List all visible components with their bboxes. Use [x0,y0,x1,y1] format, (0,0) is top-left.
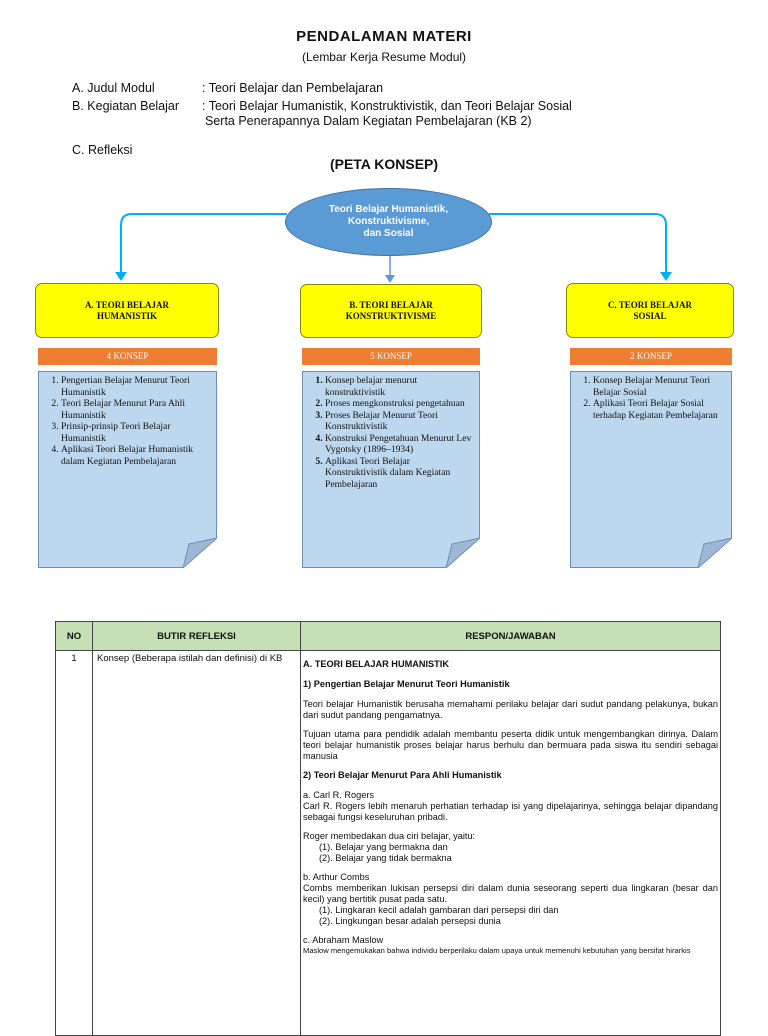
rogers-name: a. Carl R. Rogers [303,790,374,800]
rogers-intro: Roger membedakan dua ciri belajar, yaitu… [303,831,476,841]
info-a-label: A. Judul Modul [72,81,155,95]
combs-name: b. Arthur Combs [303,872,370,882]
root-line-1: Teori Belajar Humanistik, [328,204,449,215]
document-title: PENDALAMAN MATERI [296,28,472,45]
concept-map-root: Teori Belajar Humanistik, Konstruktivism… [285,188,492,256]
branch-a-title-2: HUMANISTIK [96,310,157,321]
branch-c-title-1: C. TEORI BELAJAR [607,299,693,310]
branch-c-note: Konsep Belajar Menurut Teori Belajar Sos… [570,371,732,568]
response-subheading-2: 2) Teori Belajar Menurut Para Ahli Human… [303,770,502,780]
rogers-point-1: (1). Belajar yang bermakna dan [319,842,448,852]
arrow-right-icon [660,272,672,281]
info-a-value: : Teori Belajar dan Pembelajaran [202,81,384,95]
response-paragraph: Teori belajar Humanistik berusaha memaha… [303,699,718,720]
header-item: BUTIR REFLEKSI [92,621,301,651]
row-item: Konsep (Beberapa istilah dan definisi) d… [92,650,301,1036]
branch-b-item: Konsep belajar menurut konstruktivistik [325,375,474,398]
table-header-row: NO BUTIR REFLEKSI RESPON/JAWABAN [55,621,721,651]
branch-c-title-2: SOSIAL [633,310,667,321]
branch-a-item: Teori Belajar Menurut Para Ahli Humanist… [61,398,211,421]
branch-c-count: 2 KONSEP [570,348,732,365]
branch-b-item: Konstruksi Pengetahuan Menurut Lev Vygot… [325,433,474,456]
combs-point-2: (2). Lingkungan besar adalah persepsi du… [319,916,501,926]
branch-c-item: Konsep Belajar Menurut Teori Belajar Sos… [593,375,726,398]
branch-a-item: Prinsip-prinsip Teori Belajar Humanistik [61,421,211,444]
rogers-text: Carl R. Rogers lebih menaruh perhatian t… [303,801,718,822]
table-row: 1 Konsep (Beberapa istilah dan definisi)… [55,650,721,1036]
row-response: A. TEORI BELAJAR HUMANISTIK 1) Pengertia… [300,650,721,1036]
header-response: RESPON/JAWABAN [300,621,721,651]
connector-left [120,213,287,274]
info-c-label: C. Refleksi [72,143,133,157]
header-no: NO [55,621,93,651]
maslow-text: Maslow mengemukakan bahwa individu berpe… [303,946,691,955]
info-b-value-2: Serta Penerapannya Dalam Kegiatan Pembel… [205,114,532,128]
root-line-3: dan Sosial [363,228,414,239]
page-fold-icon [446,538,480,568]
root-line-2: Konstruktivisme, [347,216,430,227]
info-module-title: A. Judul Modul : Teori Belajar dan Pembel… [72,81,383,95]
branch-b-item: Proses mengkonstruksi pengetahuan [325,398,474,410]
reflection-table: NO BUTIR REFLEKSI RESPON/JAWABAN 1 Konse… [55,621,721,1036]
branch-c-item: Aplikasi Teori Belajar Sosial terhadap K… [593,398,726,421]
response-heading: A. TEORI BELAJAR HUMANISTIK [303,659,449,669]
concept-map-connectors [115,213,672,283]
rogers-point-2: (2). Belajar yang tidak bermakna [319,853,452,863]
combs-point-1: (1). Lingkaran kecil adalah gambaran dar… [319,905,559,915]
response-paragraph: Tujuan utama para pendidik adalah memban… [303,729,718,761]
combs-text: Combs memberikan lukisan persepsi diri d… [303,883,718,904]
branch-b-count: 5 KONSEP [302,348,480,365]
branch-a-count: 4 KONSEP [38,348,217,365]
connector-right [489,213,667,274]
branch-a-item: Aplikasi Teori Belajar Humanistik dalam … [61,444,211,467]
branch-b-note: Konsep belajar menurut konstruktivistik … [302,371,480,568]
page-fold-icon [183,538,217,568]
arrow-center-icon [385,275,395,283]
info-b-label: B. Kegiatan Belajar [72,99,180,113]
branch-a-title-1: A. TEORI BELAJAR [84,299,170,310]
concept-map-heading: (PETA KONSEP) [329,156,439,172]
branch-b-title-1: B. TEORI BELAJAR [349,300,433,310]
branch-a-note: Pengertian Belajar Menurut Teori Humanis… [38,371,217,568]
maslow-name: c. Abraham Maslow [303,935,384,945]
response-subheading-1: 1) Pengertian Belajar Menurut Teori Huma… [303,679,510,689]
branch-b-title-2: KONSTRUKTIVISME [345,311,437,321]
branch-a-item: Pengertian Belajar Menurut Teori Humanis… [61,375,211,398]
branch-b-item: Aplikasi Teori Belajar Konstruktivistik … [325,456,474,491]
page-fold-icon [698,538,732,568]
info-b-value-1: : Teori Belajar Humanistik, Konstruktivi… [202,99,572,113]
document-subtitle: (Lembar Kerja Resume Modul) [301,50,467,64]
row-number: 1 [55,650,93,1036]
info-learning-activity: B. Kegiatan Belajar : Teori Belajar Human… [72,99,572,113]
arrow-left-icon [115,272,127,281]
branch-b-item: Proses Belajar Menurut Teori Konstruktiv… [325,410,474,433]
